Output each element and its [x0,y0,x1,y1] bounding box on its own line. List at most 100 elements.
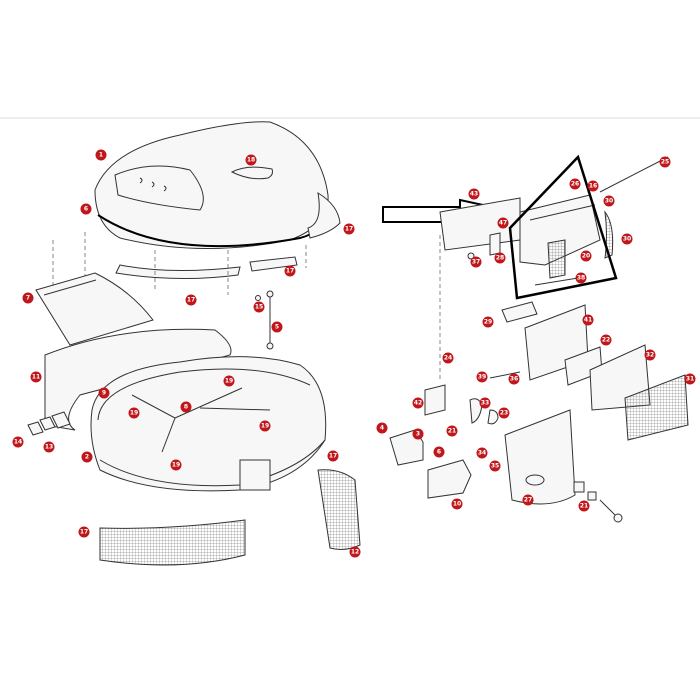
callout-circle [95,149,107,161]
callout-number: 30 [605,198,613,205]
callout-number: 6 [84,206,88,213]
callout-right-43: 43 [468,188,480,200]
callout-number: 23 [500,410,508,417]
callout-circle [271,321,283,333]
callout-circle [180,401,192,413]
callout-right-31: 31 [684,373,696,385]
callout-right-28: 28 [494,252,506,264]
callout-number: 36 [510,376,518,383]
callout-circle [498,407,510,419]
callout-number: 32 [646,352,654,359]
callout-right-20: 20 [580,250,592,262]
callout-circle [223,375,235,387]
callout-number: 19 [172,462,180,469]
callout-right-30: 30 [621,233,633,245]
callout-number: 15 [255,304,263,311]
callout-circle [327,450,339,462]
callout-circle [349,546,361,558]
callout-circle [446,425,458,437]
callout-circle [569,178,581,190]
callout-number: 2 [85,454,89,461]
callout-left-5: 5 [271,321,283,333]
callout-circle [603,195,615,207]
callout-number: 20 [582,253,590,260]
highlight-triangle [508,154,618,300]
callout-number: 22 [602,337,610,344]
callout-left-7: 7 [22,292,34,304]
callout-circle [684,373,696,385]
callout-right-38: 38 [575,272,587,284]
callout-right-24: 24 [442,352,454,364]
callout-circle [128,407,140,419]
callout-left-2: 2 [81,451,93,463]
callout-right-39: 39 [476,371,488,383]
callout-left-19: 19 [259,420,271,432]
callout-number: 31 [686,376,694,383]
callout-circle [479,397,491,409]
callout-right-35: 35 [489,460,501,472]
callout-number: 28 [496,255,504,262]
callout-right-41: 41 [582,314,594,326]
callout-circle [81,451,93,463]
callout-circle [30,371,42,383]
callout-number: 13 [45,444,53,451]
callout-number: 6 [437,449,441,456]
callout-left-13: 13 [43,441,55,453]
callout-number: 14 [14,439,22,446]
callout-number: 17 [80,529,88,536]
lid [52,121,341,295]
callout-number: 17 [286,268,294,275]
callout-number: 5 [275,324,279,331]
callout-left-17: 17 [343,223,355,235]
callout-right-47: 47 [497,217,509,229]
callout-left-19: 19 [170,459,182,471]
callout-right-27: 27 [522,494,534,506]
callout-circle [22,292,34,304]
callout-circle [412,397,424,409]
callout-circle [476,371,488,383]
callout-right-36: 36 [508,373,520,385]
callout-circle [376,422,388,434]
callout-number: 26 [571,181,579,188]
callout-number: 9 [102,390,106,397]
callout-number: 30 [623,236,631,243]
callout-circle [343,223,355,235]
callout-circle [442,352,454,364]
callout-number: 25 [661,159,669,166]
callout-circle [575,272,587,284]
callout-number: 17 [187,297,195,304]
callout-circle [98,387,110,399]
callout-right-42: 42 [412,397,424,409]
callout-circle [468,188,480,200]
callout-number: 19 [130,410,138,417]
callout-layer: 1186171717715511919819191413219171712432… [12,149,696,558]
callout-left-6: 6 [80,203,92,215]
callout-number: 29 [484,319,492,326]
callout-number: 37 [472,259,480,266]
callout-number: 17 [329,453,337,460]
callout-number: 19 [225,378,233,385]
callout-circle [522,494,534,506]
callout-number: 16 [589,183,597,190]
callout-circle [43,441,55,453]
lock-cover [389,235,689,523]
callout-number: 19 [261,423,269,430]
callout-left-14: 14 [12,436,24,448]
callout-left-17: 17 [327,450,339,462]
callout-left-9: 9 [98,387,110,399]
callout-circle [451,498,463,510]
callout-number: 47 [499,220,507,227]
callout-circle [284,265,296,277]
callout-number: 11 [32,374,40,381]
callout-right-29: 29 [482,316,494,328]
callout-circle [497,217,509,229]
base [27,328,361,566]
callout-number: 34 [478,450,486,457]
callout-right-34: 34 [476,447,488,459]
callout-circle [659,156,671,168]
callout-number: 21 [448,428,456,435]
callout-right-32: 32 [644,349,656,361]
callout-circle [170,459,182,471]
